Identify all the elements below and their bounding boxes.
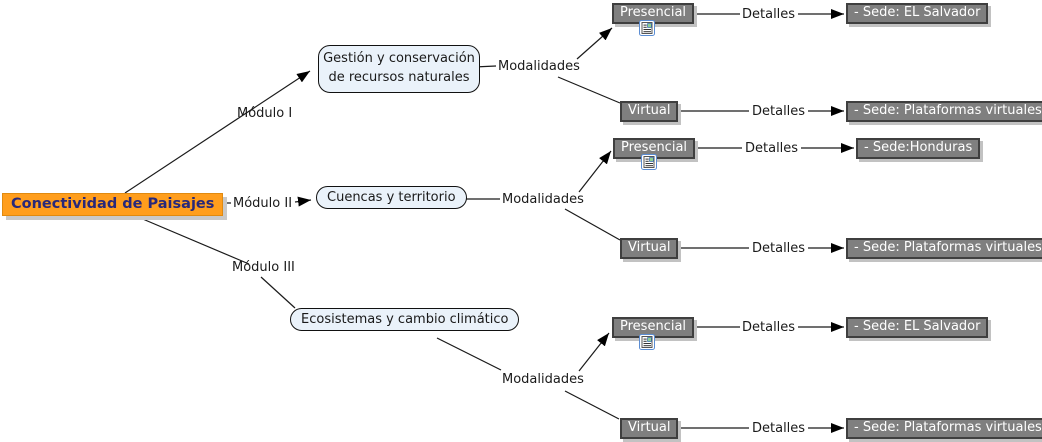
sede-node-1v[interactable]: - Sede: Plataformas virtuales [846, 101, 1042, 122]
link-label-modulo-i[interactable]: Módulo I [237, 106, 293, 121]
link-label-detalles-2v[interactable]: Detalles [752, 241, 806, 256]
root-concept-node[interactable]: Conectividad de Paisajes [2, 193, 224, 216]
presencial-node-1[interactable]: Presencial [612, 3, 695, 24]
sede-node-1p[interactable]: - Sede: EL Salvador [846, 3, 989, 24]
resource-note-icon[interactable] [639, 334, 655, 350]
connector-group [124, 9, 854, 433]
link-label-detalles-1p[interactable]: Detalles [742, 7, 796, 22]
link-label-modulo-iii[interactable]: Módulo III [232, 260, 295, 275]
link-label-detalles-3v[interactable]: Detalles [752, 421, 806, 436]
link-label-detalles-2p[interactable]: Detalles [745, 141, 799, 156]
virtual-node-1[interactable]: Virtual [620, 101, 679, 122]
link-label-modulo-ii[interactable]: Módulo II [233, 196, 293, 211]
link-label-modalidades-1[interactable]: Modalidades [498, 59, 580, 74]
virtual-node-2[interactable]: Virtual [620, 238, 679, 259]
concept-node-cuencas[interactable]: Cuencas y territorio [316, 186, 467, 209]
link-label-modalidades-2[interactable]: Modalidades [502, 192, 584, 207]
resource-note-icon[interactable] [641, 154, 657, 170]
sede-node-3p[interactable]: - Sede: EL Salvador [846, 317, 989, 338]
resource-note-icon[interactable] [639, 20, 655, 36]
virtual-node-3[interactable]: Virtual [620, 418, 679, 439]
sede-node-2p[interactable]: - Sede:Honduras [856, 138, 981, 159]
sede-node-3v[interactable]: - Sede: Plataformas virtuales [846, 418, 1042, 439]
link-label-modalidades-3[interactable]: Modalidades [502, 372, 584, 387]
concept-node-gestion[interactable]: Gestión y conservación de recursos natur… [318, 45, 480, 93]
link-label-detalles-1v[interactable]: Detalles [752, 104, 806, 119]
link-label-detalles-3p[interactable]: Detalles [742, 320, 796, 335]
sede-node-2v[interactable]: - Sede: Plataformas virtuales [846, 238, 1042, 259]
concept-node-ecosistemas[interactable]: Ecosistemas y cambio climático [290, 308, 520, 331]
